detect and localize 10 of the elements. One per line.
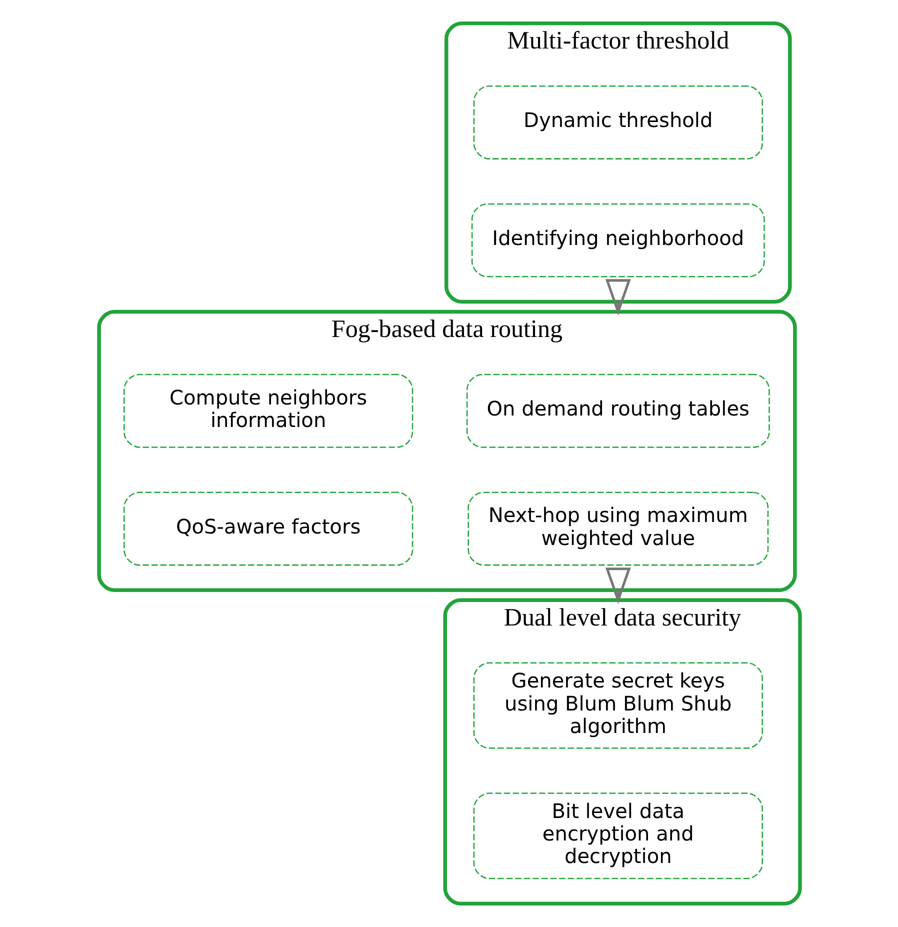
node-box: Bit level data encryption and decryption bbox=[472, 792, 762, 880]
node-box: QoS-aware factors bbox=[123, 492, 413, 566]
node-box: Identifying neighborhood bbox=[470, 203, 764, 278]
node-box: On demand routing tables bbox=[466, 374, 770, 448]
arrow bbox=[604, 568, 630, 604]
node-box: Dynamic threshold bbox=[472, 85, 762, 160]
node-box: Compute neighbors information bbox=[123, 374, 413, 448]
node-box: Generate secret keys using Blum Blum Shub algorithm bbox=[472, 662, 762, 749]
node-box: Next-hop using maximum weighted value bbox=[467, 492, 768, 566]
arrow bbox=[604, 279, 630, 316]
